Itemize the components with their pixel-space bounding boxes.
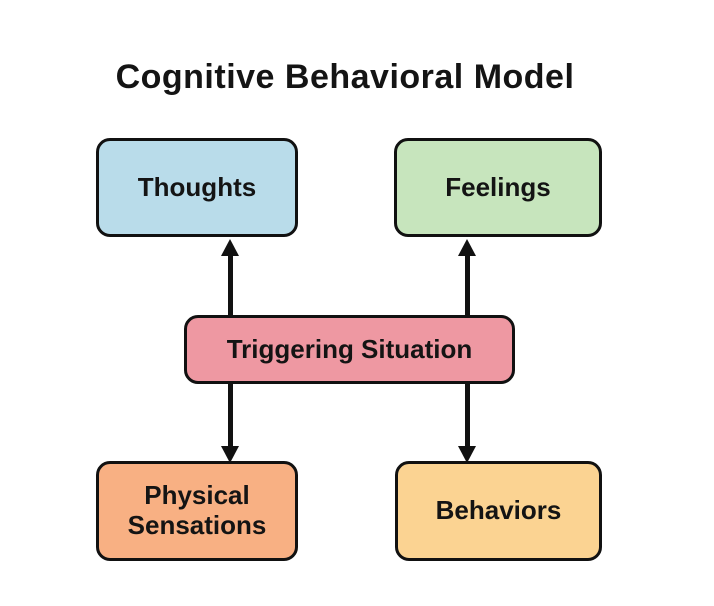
arrow-shaft [227,382,233,453]
node-physical-sensations: Physical Sensations [96,461,298,561]
node-feelings: Feelings [394,138,602,237]
arrow-down-icon [458,446,476,463]
arrow-trigger-to-thoughts [219,239,241,317]
arrow-shaft [227,249,233,317]
arrow-shaft [464,249,470,317]
diagram-title: Cognitive Behavioral Model [115,58,575,96]
arrow-shaft [464,382,470,453]
arrow-trigger-to-feelings [456,239,478,317]
arrow-trigger-to-behaviors [456,382,478,463]
node-triggering-situation: Triggering Situation [184,315,515,384]
arrow-up-icon [458,239,476,256]
arrow-down-icon [221,446,239,463]
node-behaviors: Behaviors [395,461,602,561]
arrow-trigger-to-physical-sensations [219,382,241,463]
node-thoughts: Thoughts [96,138,298,237]
arrow-up-icon [221,239,239,256]
